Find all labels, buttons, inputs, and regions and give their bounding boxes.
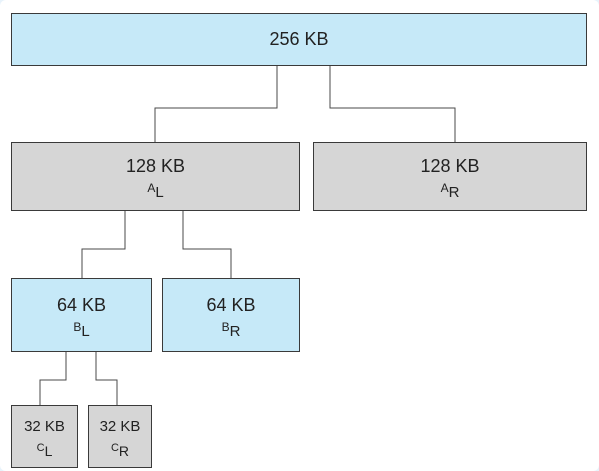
block-root-size: 256 KB [269, 29, 329, 50]
connector-a-left-b-left [81, 210, 126, 278]
connector-root-a-right [329, 65, 456, 142]
connector-a-left-b-right [182, 210, 232, 278]
block-c-right-label: CR [110, 441, 130, 459]
block-a-left-label: AL [147, 181, 164, 202]
block-c-left: 32 KB CL [11, 405, 78, 468]
block-b-left-label: BL [73, 319, 90, 340]
block-a-left-size: 128 KB [125, 156, 186, 177]
block-a-right: 128 KB AR [313, 142, 587, 211]
block-root: 256 KB [11, 13, 587, 66]
connector-b-left-c-left [39, 351, 67, 405]
block-c-right: 32 KB CR [88, 405, 152, 468]
block-a-right-size: 128 KB [420, 156, 480, 177]
block-b-right-size: 64 KB [206, 294, 256, 315]
block-b-right: 64 KB BR [162, 278, 300, 352]
block-c-right-size: 32 KB [99, 417, 141, 435]
block-a-left: 128 KB AL [11, 142, 300, 211]
connector-b-left-c-right [95, 351, 118, 405]
block-c-left-size: 32 KB [24, 417, 65, 435]
block-c-left-label: CL [36, 441, 53, 459]
block-a-right-label: AR [440, 181, 460, 202]
block-b-left-size: 64 KB [56, 294, 107, 315]
connector-root-a-left [154, 65, 278, 142]
block-b-left: 64 KB BL [11, 278, 152, 352]
block-b-right-label: BR [221, 319, 241, 340]
